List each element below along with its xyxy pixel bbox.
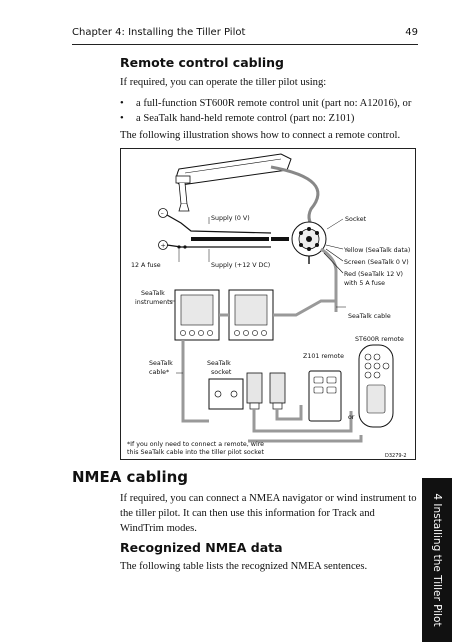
label-yellow: Yellow (SeaTalk data): [343, 247, 410, 254]
side-tab-label: 4 Installing the Tiller Pilot: [431, 493, 443, 627]
remote-wiring-figure: – +: [120, 148, 416, 460]
figure-note: *If you only need to connect a remote, w…: [127, 441, 264, 448]
minus-label: –: [161, 210, 164, 217]
label-seatalk-cable-star: SeaTalk: [149, 360, 173, 367]
bullet-icon: •: [120, 113, 124, 124]
chapter-side-tab: 4 Installing the Tiller Pilot: [422, 478, 452, 642]
label-st600r: ST600R remote: [355, 336, 404, 343]
plus-label: +: [161, 242, 166, 249]
connector-plug-icon: [246, 372, 263, 410]
nmea-heading: NMEA cabling: [72, 468, 189, 486]
label-supply-0v: Supply (0 V): [211, 215, 250, 222]
fuse-icon: [177, 245, 187, 249]
nmea-body-line: If required, you can connect a NMEA navi…: [120, 493, 417, 504]
remote-after: The following illustration shows how to …: [120, 130, 401, 141]
label-fuse: 12 A fuse: [131, 262, 161, 269]
seatalk-socket-icon: [208, 378, 244, 410]
tiller-pilot-icon: [175, 153, 292, 212]
remote-intro: If required, you can operate the tiller …: [120, 77, 327, 88]
battery-minus-icon: –: [158, 208, 168, 218]
z101-remote-icon: [308, 370, 342, 422]
label-instruments: SeaTalk: [141, 290, 165, 297]
instrument-display-icon: [228, 289, 274, 341]
label-instruments: instruments: [135, 299, 173, 306]
connector-plug-icon: [269, 372, 286, 410]
nmea-body-line: the tiller pilot. It can then use this i…: [120, 508, 375, 519]
st600r-remote-icon: [358, 344, 394, 428]
label-z101: Z101 remote: [303, 353, 344, 360]
instrument-display-icon: [174, 289, 220, 341]
nmea-body-line: WindTrim modes.: [120, 523, 197, 534]
page-number: 49: [405, 27, 418, 38]
label-or: or: [348, 414, 355, 421]
figure-code: D3279-2: [385, 453, 407, 459]
label-seatalk-cable: SeaTalk cable: [348, 313, 391, 320]
header-rule: [72, 44, 418, 45]
nmea-sub-heading: Recognized NMEA data: [120, 540, 283, 555]
bullet-icon: •: [120, 98, 124, 109]
battery-plus-icon: +: [158, 240, 168, 250]
label-supply-12v: Supply (+12 V DC): [211, 262, 270, 269]
page-header: Chapter 4: Installing the Tiller Pilot 4…: [72, 27, 418, 43]
label-socket: Socket: [345, 216, 367, 223]
remote-heading: Remote control cabling: [120, 55, 284, 70]
nmea-sub-body: The following table lists the recognized…: [120, 561, 368, 572]
label-seatalk-cable-star: cable*: [149, 369, 169, 376]
label-red: Red (SeaTalk 12 V): [344, 271, 403, 278]
label-seatalk-socket: socket: [211, 369, 232, 376]
figure-note: this SeaTalk cable into the tiller pilot…: [127, 449, 265, 456]
chapter-title: Chapter 4: Installing the Tiller Pilot: [72, 27, 246, 38]
wiring-diagram: – +: [127, 153, 410, 459]
socket-icon: [291, 221, 327, 264]
label-screen: Screen (SeaTalk 0 V): [344, 259, 409, 266]
label-seatalk-socket: SeaTalk: [207, 360, 231, 367]
label-red-fuse: with 5 A fuse: [344, 280, 385, 287]
